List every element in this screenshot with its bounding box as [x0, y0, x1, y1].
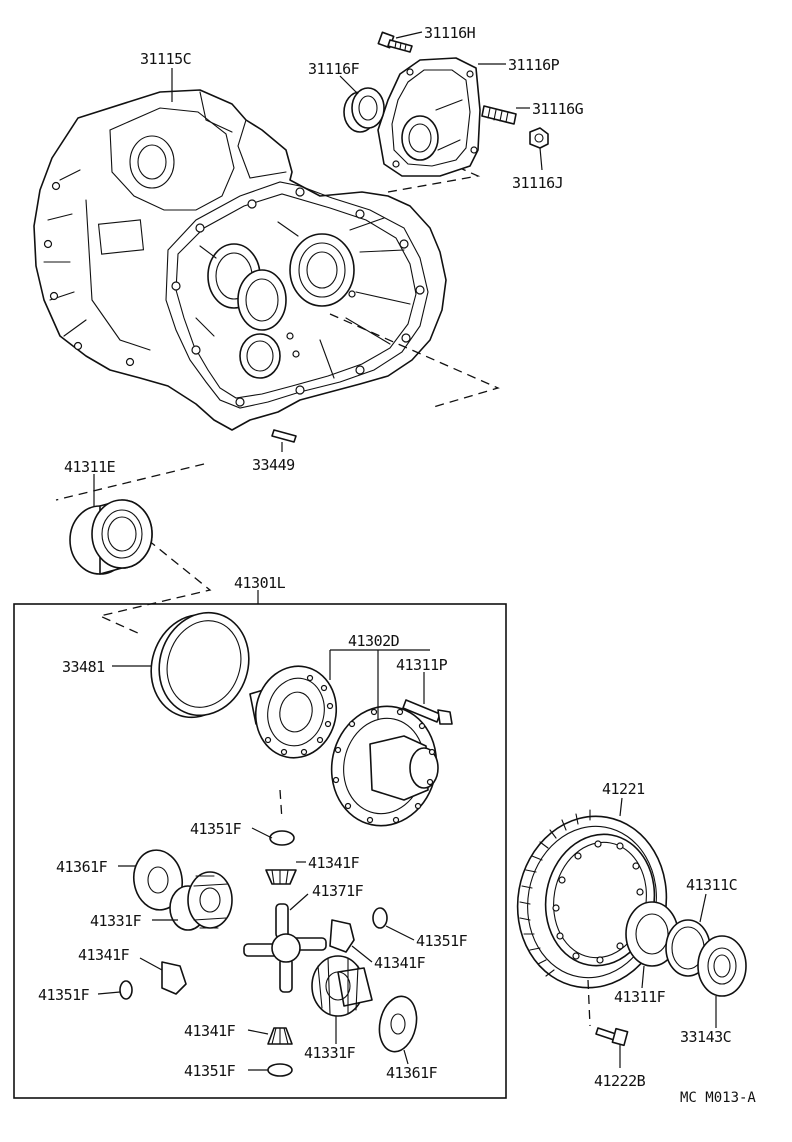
label-41351F-left: 41351F — [38, 986, 90, 1004]
stud-31116G — [481, 105, 517, 125]
label-41331F-left: 41331F — [90, 912, 142, 930]
side-gear-41331F-bottom — [311, 955, 373, 1017]
label-41222B: 41222B — [594, 1072, 646, 1090]
label-41361F-right: 41361F — [386, 1064, 438, 1082]
label-41341F-left: 41341F — [78, 946, 130, 964]
assembly-line-case — [329, 313, 500, 409]
label-41351F-bottom: 41351F — [184, 1062, 236, 1080]
bolt-41222B — [595, 1027, 629, 1047]
seal-33143C — [697, 935, 747, 997]
label-31116P: 31116P — [508, 56, 560, 74]
pinion-41341F-top — [265, 869, 297, 885]
pinion-41341F-left — [161, 961, 187, 995]
pinion-41341F-right — [329, 919, 355, 953]
thrust-washer-41361F-left — [132, 849, 184, 911]
pinion-41341F-bottom — [267, 1027, 293, 1045]
label-41341F-right: 41341F — [374, 954, 426, 972]
label-41351F-right: 41351F — [416, 932, 468, 950]
label-41311F-right: 41311F — [614, 988, 666, 1006]
label-33481: 33481 — [62, 658, 105, 676]
diff-assembly-box — [13, 603, 507, 1099]
side-gear-41331F-left — [169, 871, 233, 931]
pin-33449 — [271, 429, 297, 443]
spider-41371F — [243, 903, 327, 993]
assembly-line-cover — [387, 167, 481, 193]
label-31116J: 31116J — [512, 174, 563, 192]
washer-41351F-top — [269, 830, 295, 846]
shim-33481 — [150, 611, 250, 719]
nut-31116J — [529, 127, 549, 149]
leader-lines — [93, 31, 717, 1071]
bolt-41311P — [402, 699, 453, 725]
label-41331F-bottom: 41331F — [304, 1044, 356, 1062]
figure-code: MC M013-A — [680, 1090, 756, 1106]
washer-41351F-left — [119, 980, 133, 1000]
label-41351F-top: 41351F — [190, 820, 242, 838]
label-33143C: 33143C — [680, 1028, 731, 1046]
label-31115C: 31115C — [140, 50, 191, 68]
label-41221: 41221 — [602, 780, 645, 798]
label-41361F-left: 41361F — [56, 858, 108, 876]
label-41311C: 41311C — [686, 876, 737, 894]
diff-case-left — [249, 665, 338, 759]
diff-case-right — [330, 705, 439, 827]
oil-seal-31116F — [343, 87, 385, 133]
label-41371F: 41371F — [312, 882, 364, 900]
label-41302D: 41302D — [348, 632, 400, 650]
label-41341F-top: 41341F — [308, 854, 360, 872]
label-31116F: 31116F — [308, 60, 360, 78]
label-41301L: 41301L — [234, 574, 286, 592]
label-41311P: 41311P — [396, 656, 448, 674]
thrust-washer-41361F-right — [378, 995, 418, 1053]
bearing-41311E — [55, 463, 212, 635]
label-31116H: 31116H — [424, 24, 476, 42]
label-41341F-bottom: 41341F — [184, 1022, 236, 1040]
washer-41351F-bottom — [267, 1063, 293, 1077]
label-33449: 33449 — [252, 456, 295, 474]
label-31116G: 31116G — [532, 100, 584, 118]
cover-plate-31116P — [377, 57, 481, 177]
transaxle-case — [33, 89, 447, 431]
washer-41351F-right — [372, 907, 388, 929]
label-41311E: 41311E — [64, 458, 116, 476]
bolt-31116H — [377, 31, 413, 53]
